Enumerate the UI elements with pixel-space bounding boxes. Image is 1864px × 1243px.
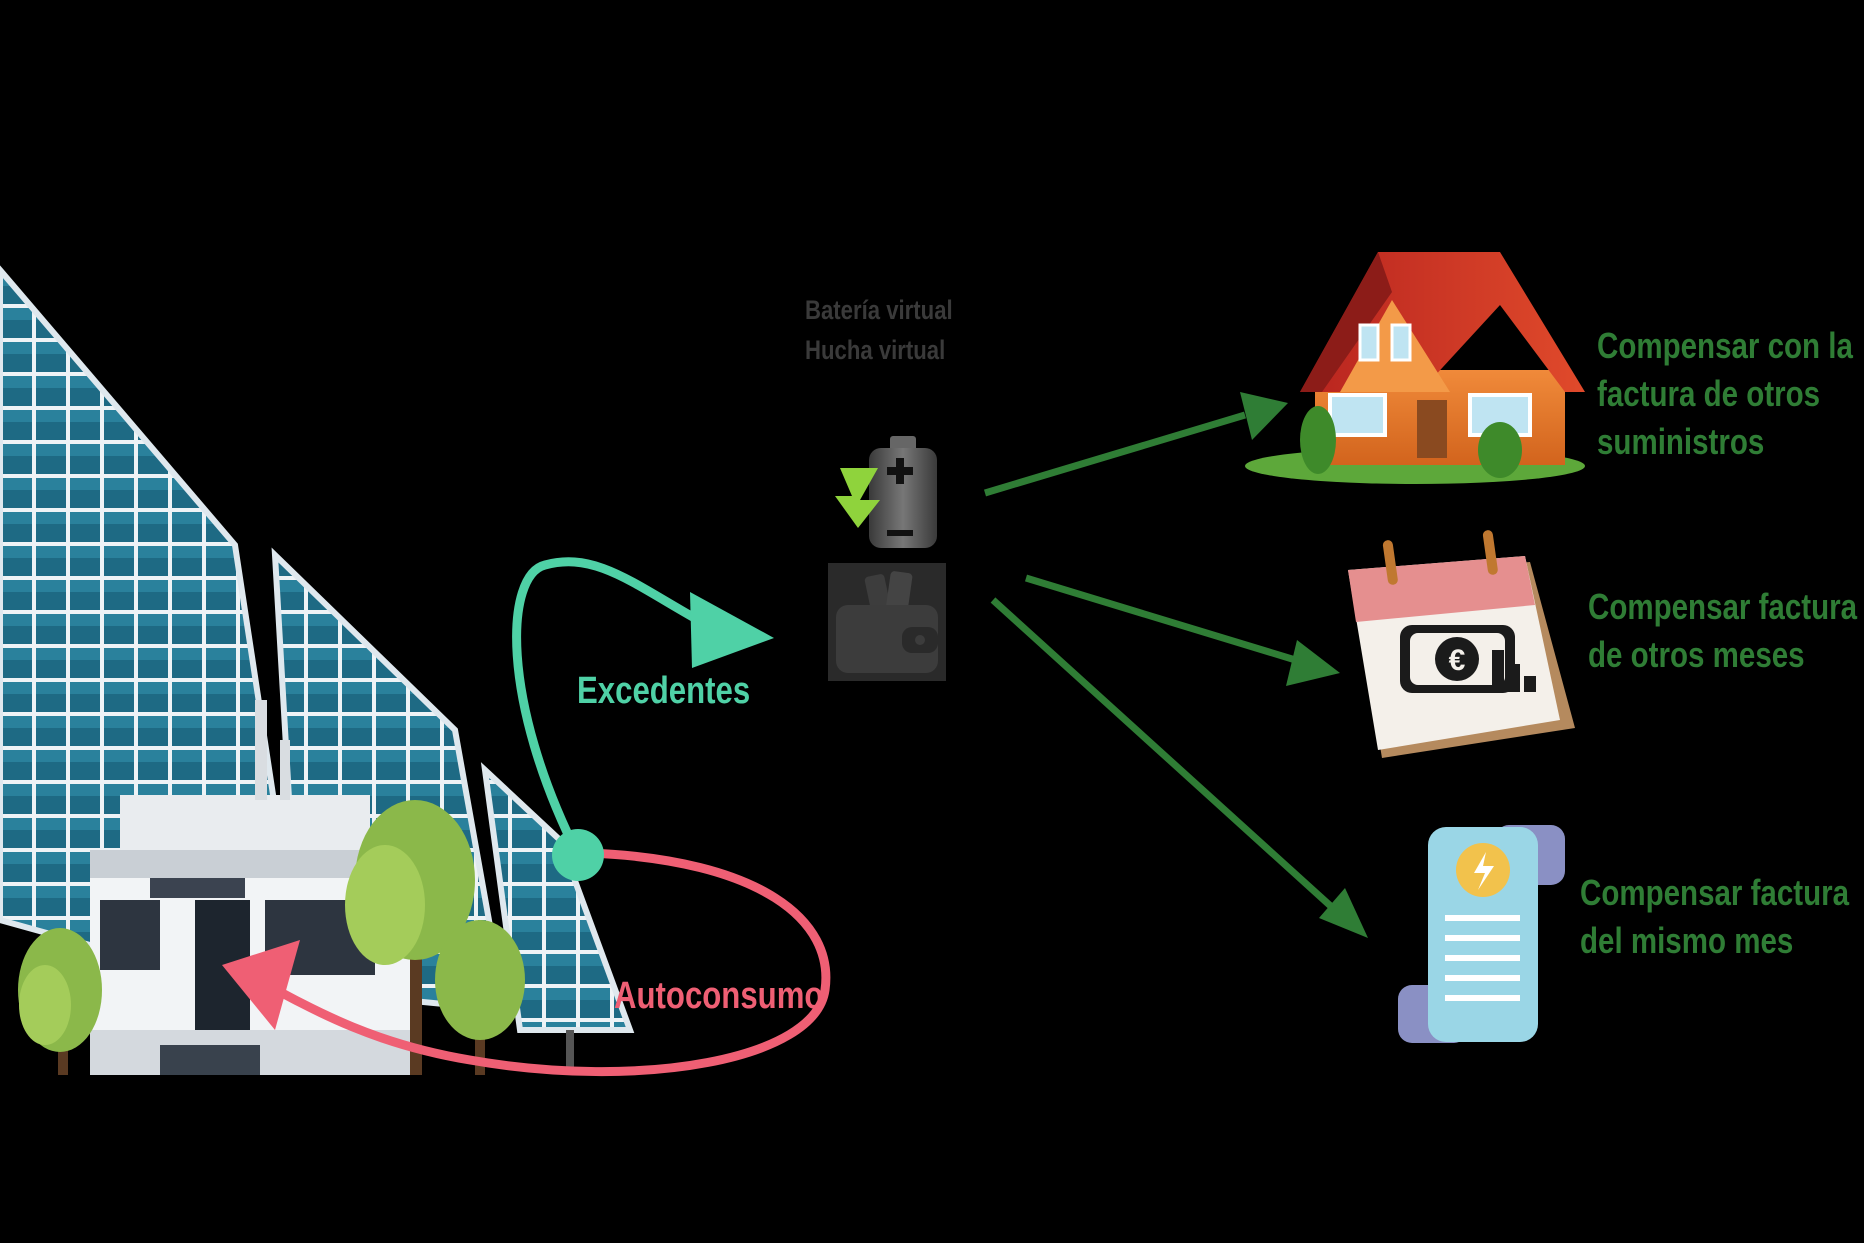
building	[90, 700, 410, 1075]
excedentes-origin-dot	[552, 829, 604, 881]
option-line: Compensar factura	[1580, 872, 1850, 913]
calendar-euro-icon: €	[1348, 530, 1575, 758]
excedentes-label: Excedentes	[577, 670, 751, 712]
svg-text:€: €	[1449, 644, 1466, 677]
option-line: del mismo mes	[1580, 920, 1794, 961]
option-line: de otros meses	[1588, 634, 1805, 675]
invoice-icon	[1398, 825, 1565, 1043]
virtual-piggybank-line: Hucha virtual	[805, 335, 946, 365]
virtual-battery-line: Batería virtual	[805, 295, 953, 325]
battery-icon	[835, 436, 937, 548]
excedentes-arrow	[512, 557, 774, 881]
option-line: Compensar con la	[1597, 325, 1853, 366]
solar-plant-illustration	[0, 265, 635, 1075]
option-line: Compensar factura	[1588, 586, 1858, 627]
option-line: suministros	[1597, 421, 1765, 462]
virtual-battery-label: Batería virtual Hucha virtual	[805, 290, 953, 370]
compensation-arrows	[983, 392, 1368, 938]
option-other-supplies: Compensar con la factura de otros sumini…	[1597, 322, 1853, 466]
option-line: factura de otros	[1597, 373, 1821, 414]
option-other-months: Compensar factura de otros meses	[1588, 583, 1857, 679]
option-same-month: Compensar factura del mismo mes	[1580, 869, 1849, 965]
autoconsumo-arrow	[222, 848, 831, 1076]
house-icon	[1245, 252, 1585, 484]
autoconsumo-label: Autoconsumo	[614, 975, 824, 1017]
trees	[18, 800, 525, 1075]
wallet-icon	[828, 563, 946, 681]
